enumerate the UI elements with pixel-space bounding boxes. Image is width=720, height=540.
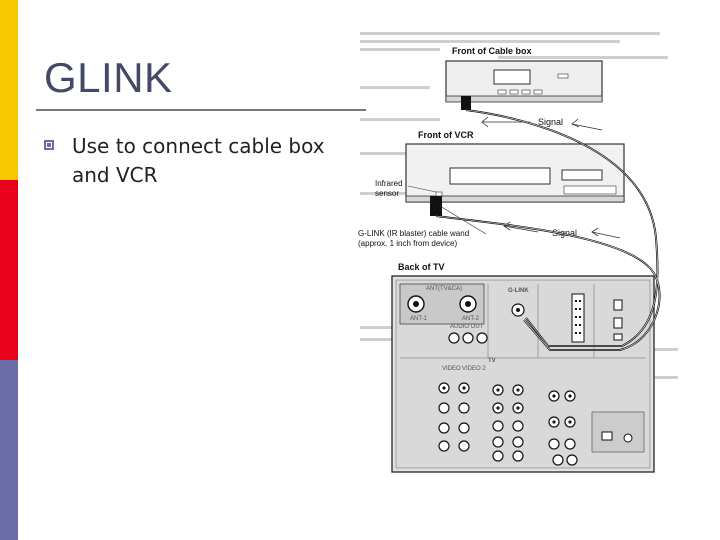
signal-arrows-top — [481, 116, 603, 131]
infrared-leader-line — [407, 185, 437, 193]
av-jack-grid — [438, 382, 578, 466]
connection-diagram: Front of Cable box Signal Front of VCR I… — [358, 32, 678, 473]
audio-out-label: AUDIO OUT — [450, 324, 484, 330]
front-vcr-label: Front of VCR — [418, 130, 474, 140]
ant2-label: ANT-2 — [462, 316, 480, 322]
signal-arrows-bottom — [503, 221, 621, 239]
accent-bar-red — [0, 180, 18, 360]
sensor-label: sensor — [375, 189, 399, 198]
cable-box — [445, 60, 603, 103]
accent-bar-yellow — [0, 0, 18, 180]
signal-label-top: Signal — [538, 117, 563, 127]
front-cable-box-label: Front of Cable box — [452, 46, 532, 56]
antenna-section-label: ANT(TV&CA) — [426, 286, 462, 292]
glink-jack-label: G-LINK — [508, 288, 529, 294]
title-divider — [36, 109, 366, 111]
video2-input-label: VIDEO 2 — [462, 366, 486, 372]
video-input-label: VIDEO — [442, 366, 461, 372]
bullet-text: Use to connect cable box and VCR — [72, 134, 325, 187]
square-bullet-icon — [44, 140, 54, 150]
tv-back-panel: ANT(TV&CA) ANT-1 ANT-2 G-LINK AUDIO OUT … — [391, 275, 655, 473]
cable-highlights — [435, 109, 660, 351]
tv-input-label: TV — [488, 358, 496, 364]
signal-label-bottom: Signal — [552, 228, 577, 238]
av-jack-centers — [442, 386, 572, 424]
accent-bar-purple — [0, 360, 18, 540]
back-tv-label: Back of TV — [398, 262, 445, 272]
background-text-noise — [360, 32, 678, 379]
glink-wand-top — [461, 96, 471, 110]
vcr — [405, 143, 625, 203]
slide-title: GLINK — [44, 54, 173, 101]
glink-wand-label: G-LINK (IR blaster) cable wand — [358, 229, 469, 238]
infrared-label: Infrared — [375, 179, 403, 188]
glink-wand-sublabel: (approx. 1 inch from device) — [358, 239, 457, 248]
glink-wand-vcr — [430, 196, 442, 216]
ant1-label: ANT-1 — [410, 316, 428, 322]
bullet-item: Use to connect cable box and VCR — [44, 132, 342, 190]
